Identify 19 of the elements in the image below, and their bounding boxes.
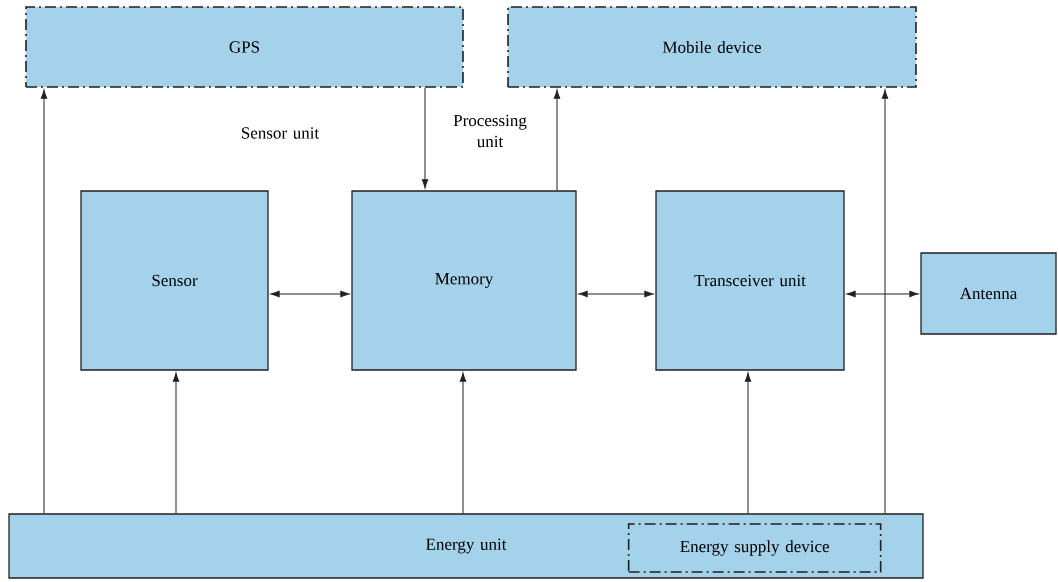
unit-label: Processing unit [453, 114, 527, 148]
device-box: Energy supply device [627, 523, 882, 573]
arrow [578, 290, 654, 298]
unit-box: Antenna [920, 252, 1057, 335]
arrow [846, 290, 919, 298]
arrow [172, 372, 180, 514]
arrow [459, 372, 467, 514]
arrow [881, 89, 889, 514]
arrow [744, 372, 752, 514]
arrow [421, 87, 429, 189]
device-box: Mobile device [507, 6, 917, 88]
unit-box: Memory [351, 190, 577, 371]
arrow [270, 290, 350, 298]
unit-box: Sensor [80, 190, 269, 371]
arrow [40, 89, 48, 514]
unit-box: Transceiver unit [655, 190, 845, 371]
device-box: GPS [25, 6, 464, 88]
arrow [553, 89, 561, 191]
unit-label: Sensor unit [241, 127, 320, 139]
